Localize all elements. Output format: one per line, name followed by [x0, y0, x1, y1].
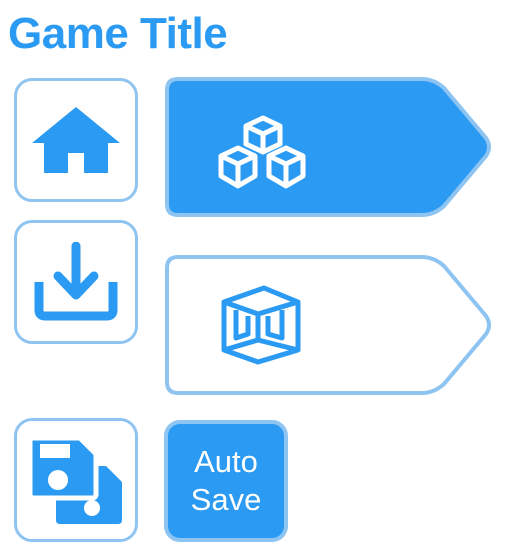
floppy-disks-icon: [27, 435, 122, 524]
save-slots-button[interactable]: [14, 418, 138, 542]
home-icon: [32, 107, 120, 173]
download-icon: [34, 242, 118, 321]
view-3d-tab[interactable]: [164, 254, 492, 396]
cube-outline-icon: [221, 285, 301, 365]
view-3d-tab-shape: [165, 255, 491, 395]
autosave-button[interactable]: Auto Save: [164, 420, 288, 542]
autosave-label-line2: Save: [190, 482, 262, 517]
home-button[interactable]: [14, 78, 138, 202]
cubes-icon: [218, 115, 306, 189]
download-button[interactable]: [14, 220, 138, 344]
autosave-label-line1: Auto: [194, 444, 258, 479]
build-tab-shape: [165, 77, 491, 217]
build-tab[interactable]: [164, 76, 492, 218]
game-title: Game Title: [8, 9, 228, 58]
